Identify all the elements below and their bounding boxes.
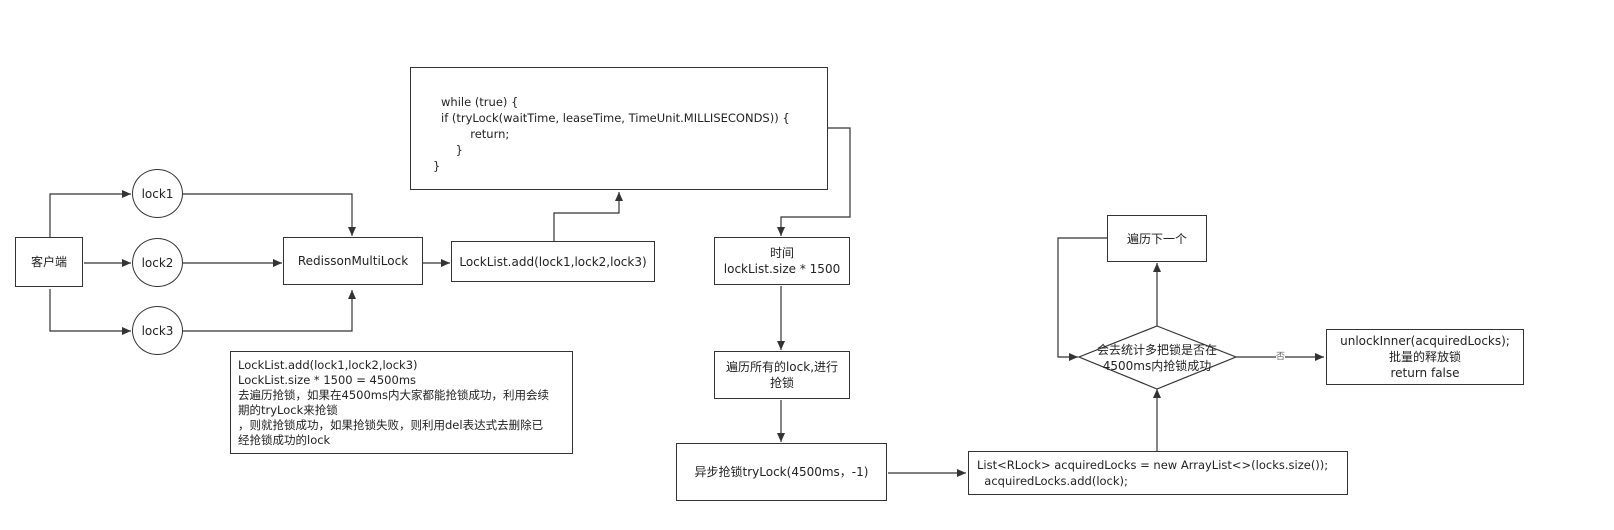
lock2-label: lock2 <box>141 255 174 270</box>
note-line: ，则就抢锁成功，如果抢锁失败，则利用del表达式去删除已 <box>238 417 544 432</box>
iterate-locks-line: 抢锁 <box>769 376 794 390</box>
edge-lock3-multi <box>183 290 356 332</box>
next-item-label: 遍历下一个 <box>1126 231 1187 246</box>
acquired-list-line: acquiredLocks.add(lock); <box>977 474 1128 488</box>
lock3-label: lock3 <box>141 323 174 338</box>
code-line: if (tryLock(waitTime, leaseTime, TimeUni… <box>441 111 790 125</box>
time-formula: lockList.size * 1500 <box>723 262 841 276</box>
acquired-list-line: List<RLock> acquiredLocks = new ArrayLis… <box>977 458 1329 472</box>
time-label: 时间 <box>769 246 794 260</box>
locklist-add-label: LockList.add(lock1,lock2,lock3) <box>459 254 647 269</box>
lock2-node: lock2 <box>132 238 183 287</box>
edge-label-no: 否 <box>1276 352 1286 362</box>
multi-lock-label: RedissonMultiLock <box>297 254 409 268</box>
lock1-node: lock1 <box>132 169 183 218</box>
decision-line: 会去统计多把锁是否在 <box>1096 343 1217 357</box>
client-node: 客户端 <box>15 237 83 287</box>
edge-next-loop <box>1057 237 1107 361</box>
decision-line: 4500ms内抢锁成功 <box>1102 359 1212 373</box>
code-line: } <box>441 143 463 157</box>
unlock-line: 批量的释放锁 <box>1388 350 1461 364</box>
note-line: 经抢锁成功的lock <box>238 432 331 447</box>
edge-listadd-code <box>553 192 623 241</box>
async-trylock-label: 异步抢锁tryLock(4500ms，-1) <box>694 465 869 479</box>
note-line: 去遍历抢锁，如果在4500ms内大家都能抢锁成功，利用会续 <box>238 387 549 402</box>
unlock-node: unlockInner(acquiredLocks); 批量的释放锁 retur… <box>1326 329 1524 385</box>
edge-client-lock1 <box>49 190 131 237</box>
iterate-locks-node: 遍历所有的lock,进行 抢锁 <box>714 351 850 399</box>
note-node: LockList.add(lock1,lock2,lock3) LockList… <box>230 351 573 454</box>
next-item-node: 遍历下一个 <box>1107 215 1207 262</box>
multi-lock-node: RedissonMultiLock <box>283 237 423 285</box>
code-box-node: while (true) { if (tryLock(waitTime, lea… <box>410 67 828 190</box>
edge-lock1-multi <box>183 193 356 236</box>
client-label: 客户端 <box>30 255 67 269</box>
note-line: LockList.add(lock1,lock2,lock3) <box>238 357 418 372</box>
async-trylock-node: 异步抢锁tryLock(4500ms，-1) <box>676 443 887 501</box>
code-line: } <box>433 159 441 173</box>
decision-diamond <box>1077 325 1238 390</box>
code-line: while (true) { <box>441 95 519 109</box>
unlock-line: return false <box>1390 366 1460 380</box>
lock3-node: lock3 <box>132 306 183 355</box>
lock1-label: lock1 <box>141 186 174 201</box>
locklist-add-node: LockList.add(lock1,lock2,lock3) <box>451 241 655 282</box>
edge-client-lock3 <box>49 289 131 335</box>
acquired-list-node: List<RLock> acquiredLocks = new ArrayLis… <box>968 451 1348 495</box>
edge-code-time <box>777 127 851 236</box>
note-line: 期的tryLock来抢锁 <box>238 402 338 417</box>
iterate-locks-line: 遍历所有的lock,进行 <box>725 360 839 374</box>
unlock-line: unlockInner(acquiredLocks); <box>1340 334 1510 348</box>
note-line: LockList.size * 1500 = 4500ms <box>238 372 417 387</box>
time-node: 时间 lockList.size * 1500 <box>714 237 850 285</box>
code-line: return; <box>441 127 510 141</box>
decision-label: 会去统计多把锁是否在 4500ms内抢锁成功 <box>1084 342 1230 374</box>
